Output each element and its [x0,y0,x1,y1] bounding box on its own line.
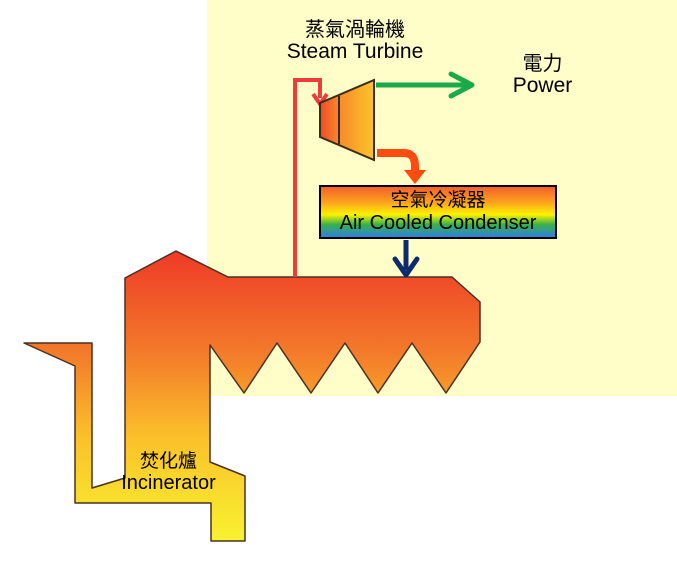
power-label-en: Power [512,74,573,97]
exhaust-arrowhead-icon [404,170,426,184]
steam-turbine-label: 蒸氣渦輪機 Steam Turbine [255,18,455,63]
condenser-label-zh: 空氣冷凝器 [390,189,486,211]
incinerator-shape [23,250,481,542]
power-label: 電力 Power [495,52,590,97]
turbine-shape [319,78,375,162]
incinerator-label-en: Incinerator [121,471,216,494]
incinerator-label-zh: 焚化爐 [139,450,197,472]
power-label-zh: 電力 [522,51,563,75]
steam-turbine-label-en: Steam Turbine [286,40,424,63]
air-cooled-condenser: 空氣冷凝器 Air Cooled Condenser [319,185,557,239]
exhaust-line [377,149,419,172]
condensate-arrowhead-icon [392,256,420,278]
condenser-label-en: Air Cooled Condenser [339,212,537,234]
steam-turbine-label-zh: 蒸氣渦輪機 [305,17,405,41]
power-arrowhead-icon [448,71,475,99]
steam-line [293,78,322,277]
incinerator-label: 焚化爐 Incinerator [106,451,231,494]
